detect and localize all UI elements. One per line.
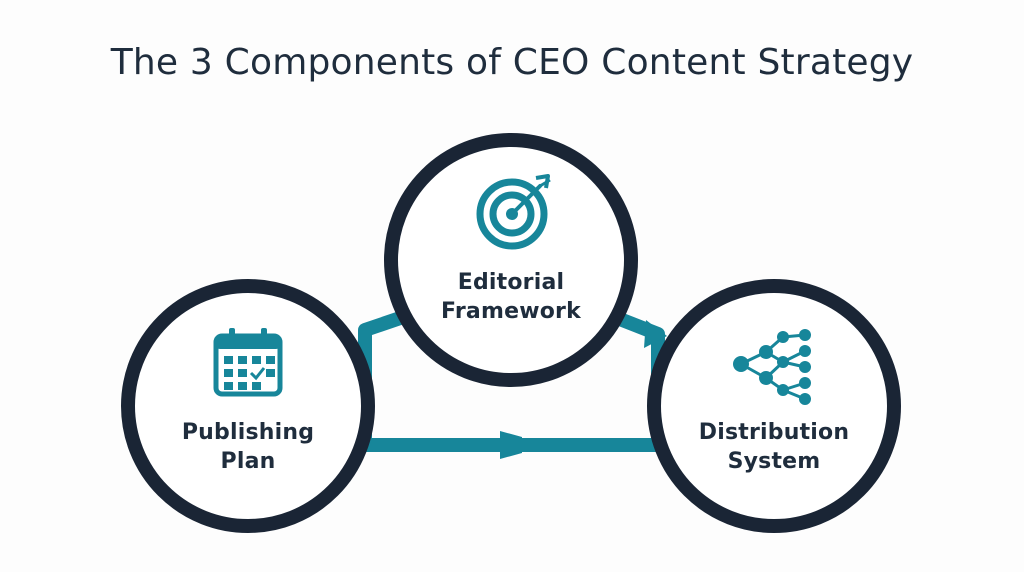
label-editorial-line2: Framework: [441, 299, 581, 324]
arrowhead-leftward: [500, 431, 522, 459]
target-icon: [476, 174, 551, 250]
label-distribution-line1: Distribution: [698, 420, 850, 445]
label-publishing-plan: Publishing Plan: [148, 418, 348, 476]
ring-editorial: [384, 133, 638, 387]
ring-distribution: [647, 279, 901, 533]
calendar-icon: [213, 328, 283, 397]
label-publishing-line1: Publishing: [181, 420, 315, 445]
label-editorial-line1: Editorial: [457, 270, 565, 295]
component-rings: [121, 133, 901, 533]
network-icon: [733, 329, 811, 405]
label-editorial-framework: Editorial Framework: [411, 268, 611, 326]
arrowhead-into-distribution: [644, 320, 667, 348]
label-distribution-line2: System: [727, 449, 821, 474]
label-distribution-system: Distribution System: [659, 418, 889, 476]
ring-publishing: [121, 279, 375, 533]
label-publishing-line2: Plan: [220, 449, 276, 474]
diagram-title: The 3 Components of CEO Content Strategy: [110, 42, 914, 83]
